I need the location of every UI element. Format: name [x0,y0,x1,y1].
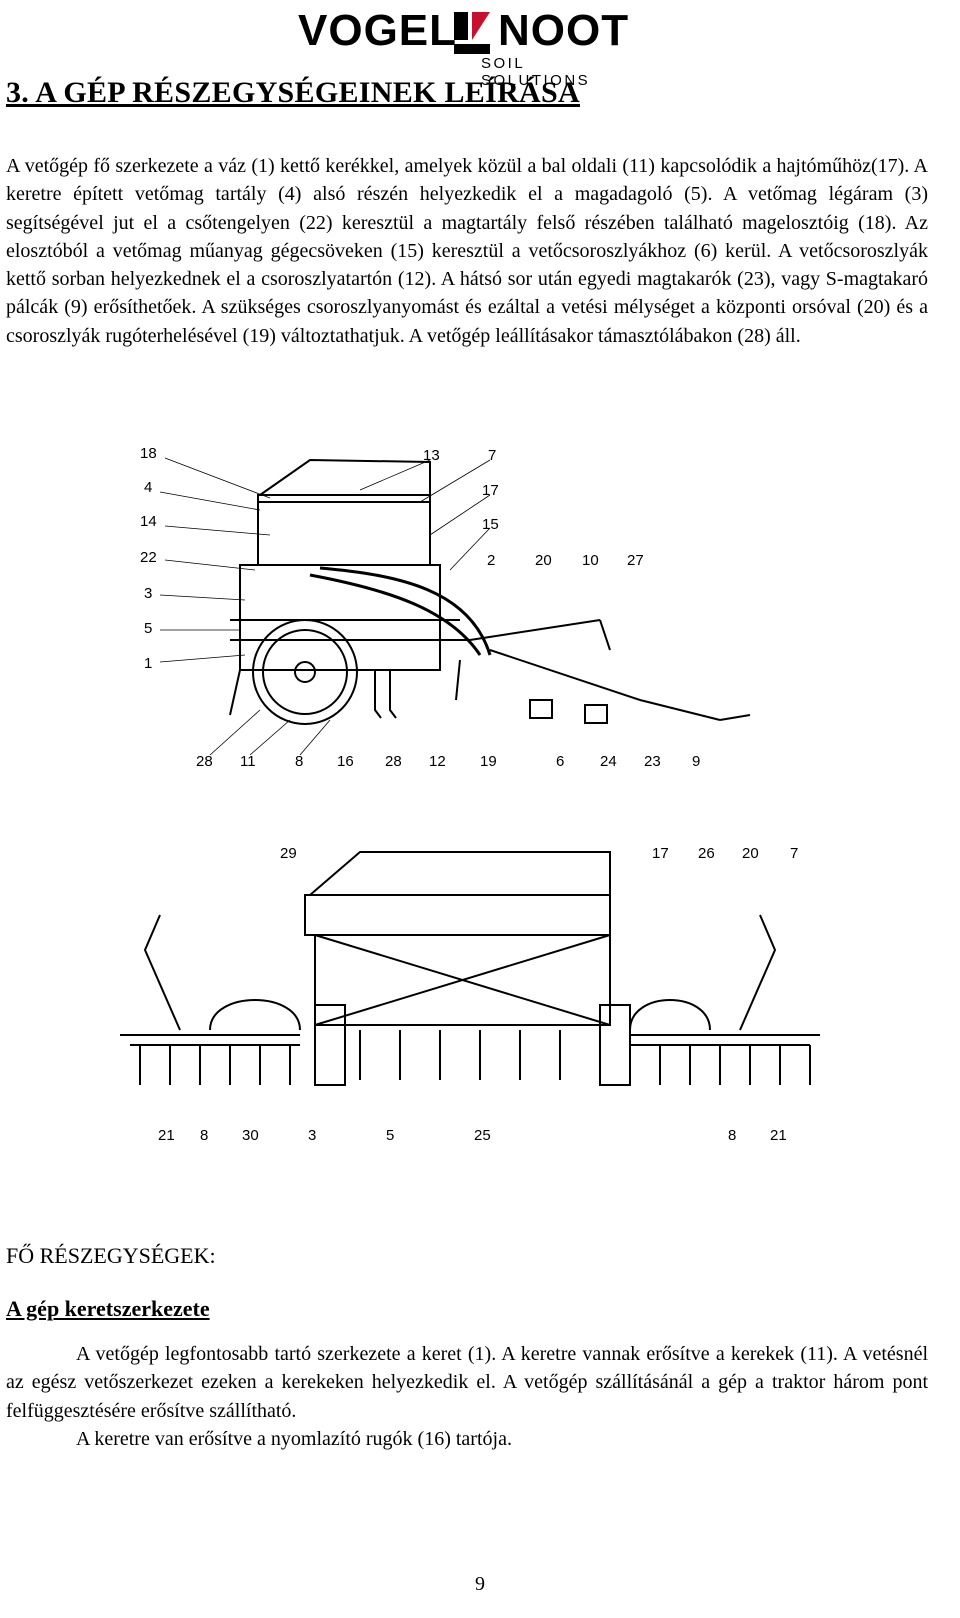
svg-text:24: 24 [600,753,617,770]
svg-text:19: 19 [480,753,497,770]
svg-text:8: 8 [200,1127,208,1144]
frame-subheading: A gép keretszerkezete [6,1296,210,1321]
page-number: 9 [475,1573,485,1595]
section-heading: 3. A GÉP RÉSZEGYSÉGEINEK LEÍRÁSA [6,76,580,109]
svg-text:21: 21 [770,1127,787,1144]
svg-text:5: 5 [386,1127,394,1144]
svg-text:7: 7 [488,447,496,464]
main-parts-label: FŐ RÉSZEGYSÉGEK: [6,1243,216,1268]
rear-view-drawing: 29 17 26 20 7 21 8 30 3 5 25 8 21 [100,840,840,1150]
svg-text:27: 27 [627,552,644,569]
svg-text:10: 10 [582,552,599,569]
svg-text:11: 11 [240,753,256,770]
logo-tagline: SOIL SOLUTIONS [481,55,591,89]
frame-paragraph-2: A keretre van erősítve a nyomlazító rugó… [76,1428,512,1450]
intro-paragraph: A vetőgép fő szerkezete a váz (1) kettő … [6,155,928,347]
logo-mark-icon [454,12,490,54]
svg-text:23: 23 [644,753,661,770]
svg-text:1: 1 [144,655,152,672]
frame-paragraph-1: A vetőgép legfontosabb tartó szerkezete … [6,1343,928,1422]
side-label-left: 18 [140,445,157,462]
svg-text:3: 3 [144,585,152,602]
svg-text:7: 7 [790,845,798,862]
svg-text:2: 2 [487,552,495,569]
svg-text:4: 4 [144,479,152,496]
rear-view-svg: 29 17 26 20 7 21 8 30 3 5 25 8 21 [120,845,820,1144]
svg-text:25: 25 [474,1127,491,1144]
side-view-drawing: 18 4 14 22 3 5 1 13 7 17 15 2 20 10 27 2… [130,440,770,780]
svg-text:15: 15 [482,516,499,533]
svg-text:5: 5 [144,620,152,637]
logo-word-left: VOGEL [298,6,458,55]
logo-word-right: NOOT [498,6,630,55]
svg-text:17: 17 [652,845,669,862]
svg-text:21: 21 [158,1127,175,1144]
svg-text:8: 8 [295,753,303,770]
svg-text:28: 28 [196,753,213,770]
svg-text:20: 20 [535,552,552,569]
svg-text:12: 12 [429,753,446,770]
svg-text:30: 30 [242,1127,259,1144]
svg-text:9: 9 [692,753,700,770]
svg-text:29: 29 [280,845,297,862]
svg-text:3: 3 [308,1127,316,1144]
svg-text:26: 26 [698,845,715,862]
svg-text:8: 8 [728,1127,736,1144]
svg-text:20: 20 [742,845,759,862]
svg-text:16: 16 [337,753,354,770]
svg-text:13: 13 [423,447,440,464]
brand-logo: VOGEL NOOT SOIL SOLUTIONS [298,6,638,90]
svg-text:6: 6 [556,753,564,770]
svg-text:17: 17 [482,482,499,499]
svg-text:14: 14 [140,513,157,530]
svg-text:28: 28 [385,753,402,770]
svg-text:22: 22 [140,549,157,566]
side-view-svg: 18 4 14 22 3 5 1 13 7 17 15 2 20 10 27 2… [140,445,751,770]
